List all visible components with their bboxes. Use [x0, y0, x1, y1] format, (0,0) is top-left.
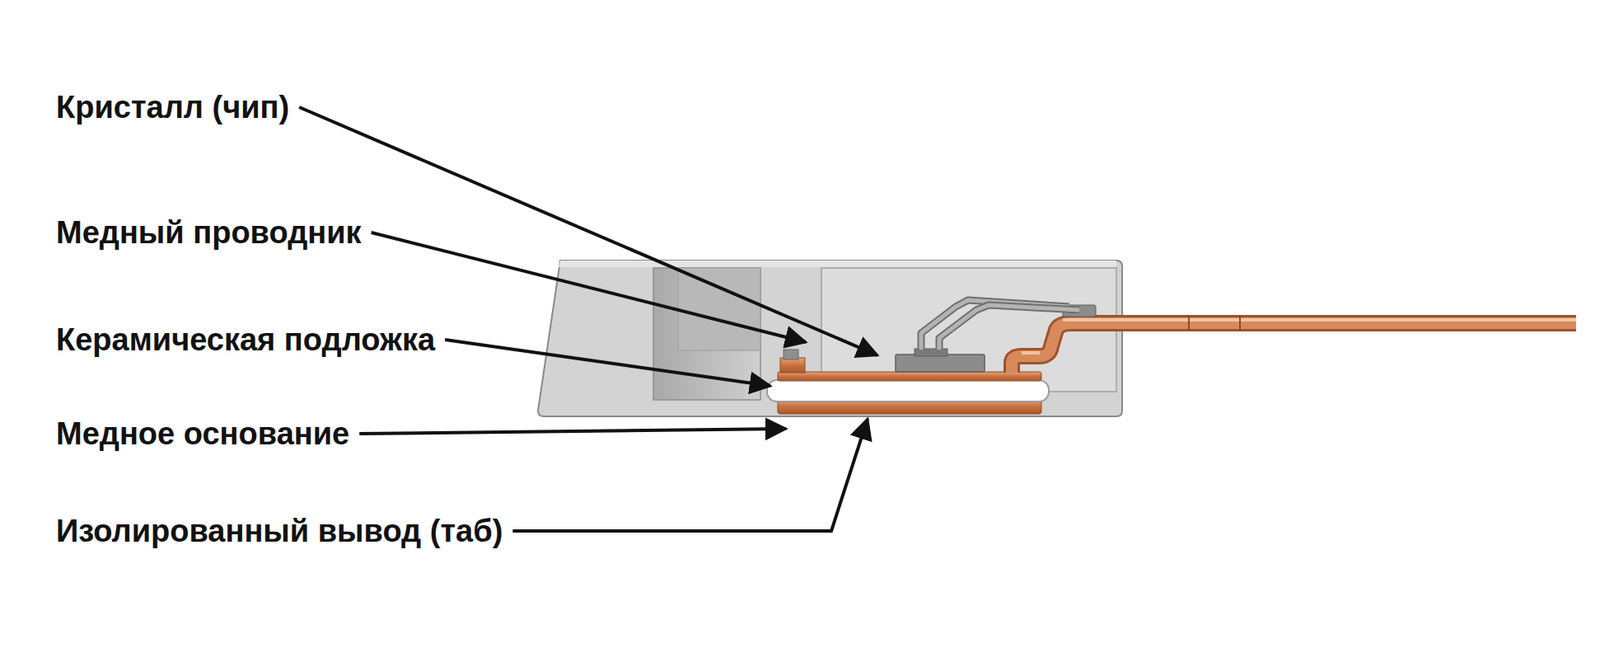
- lead: [1011, 322, 1577, 373]
- leader-arrow: [512, 418, 868, 531]
- copper-conductor: [777, 371, 1042, 381]
- post-cap: [783, 349, 799, 360]
- cavity-step: [678, 267, 761, 351]
- part-label: Изолированный вывод (таб): [56, 514, 503, 547]
- part-label: Медный проводник: [56, 216, 362, 248]
- lead-notch: [1188, 314, 1190, 332]
- part-label: Кристалл (чип): [56, 91, 290, 123]
- leader-arrow: [371, 232, 806, 342]
- copper-post: [780, 357, 805, 373]
- chip: [895, 354, 985, 372]
- lead-notch: [1239, 314, 1241, 332]
- bond-wire: [939, 304, 1080, 350]
- chip-pad: [914, 348, 948, 356]
- bond-wire: [939, 304, 1080, 350]
- lead-body: [1011, 322, 1577, 373]
- part-label: Керамическая подложка: [56, 323, 436, 356]
- leader-arrow: [299, 107, 878, 356]
- housing: [538, 260, 1123, 417]
- ceramic-substrate: [767, 379, 1049, 402]
- leader-arrow: [359, 428, 786, 434]
- housing-top: [558, 260, 1117, 267]
- lead-highlight: [1021, 319, 1577, 353]
- cavity: [653, 267, 761, 400]
- part-label: Медное основание: [56, 417, 350, 450]
- leader-arrow: [444, 339, 771, 386]
